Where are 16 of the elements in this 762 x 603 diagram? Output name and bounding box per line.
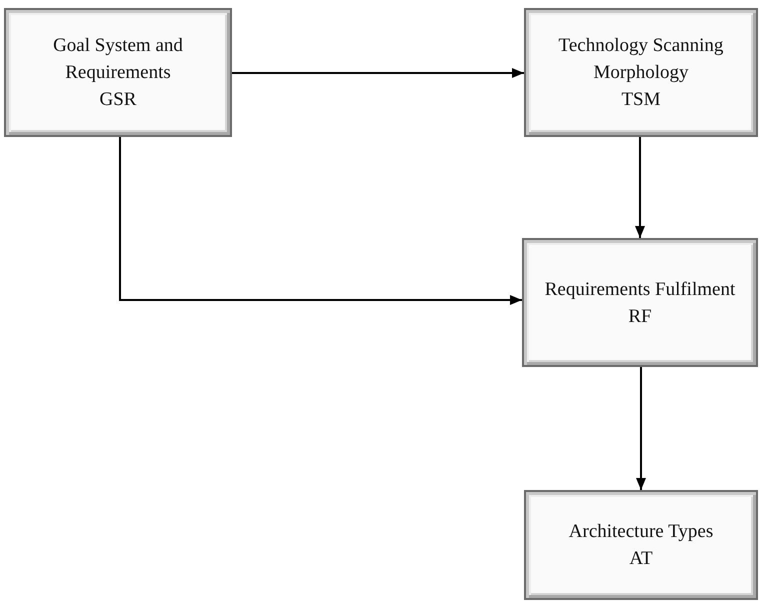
arrow <box>635 137 645 238</box>
arrow <box>232 68 524 78</box>
arrow <box>636 367 646 490</box>
box-label: Technology Scanning Morphology <box>558 34 724 85</box>
box-label: TSM <box>621 88 661 112</box>
box-label: RF <box>628 304 652 328</box>
process-box <box>522 238 758 367</box>
box-label: Requirements Fulfilment <box>544 278 736 302</box>
box-label: Architecture Types <box>568 520 714 544</box>
process-box <box>524 490 758 600</box>
arrow <box>119 137 522 305</box>
box-label: GSR <box>100 88 136 112</box>
process-box <box>524 8 758 137</box>
box-label: AT <box>629 547 653 571</box>
process-box <box>4 8 232 137</box>
box-label: Goal System and Requirements <box>52 34 184 85</box>
